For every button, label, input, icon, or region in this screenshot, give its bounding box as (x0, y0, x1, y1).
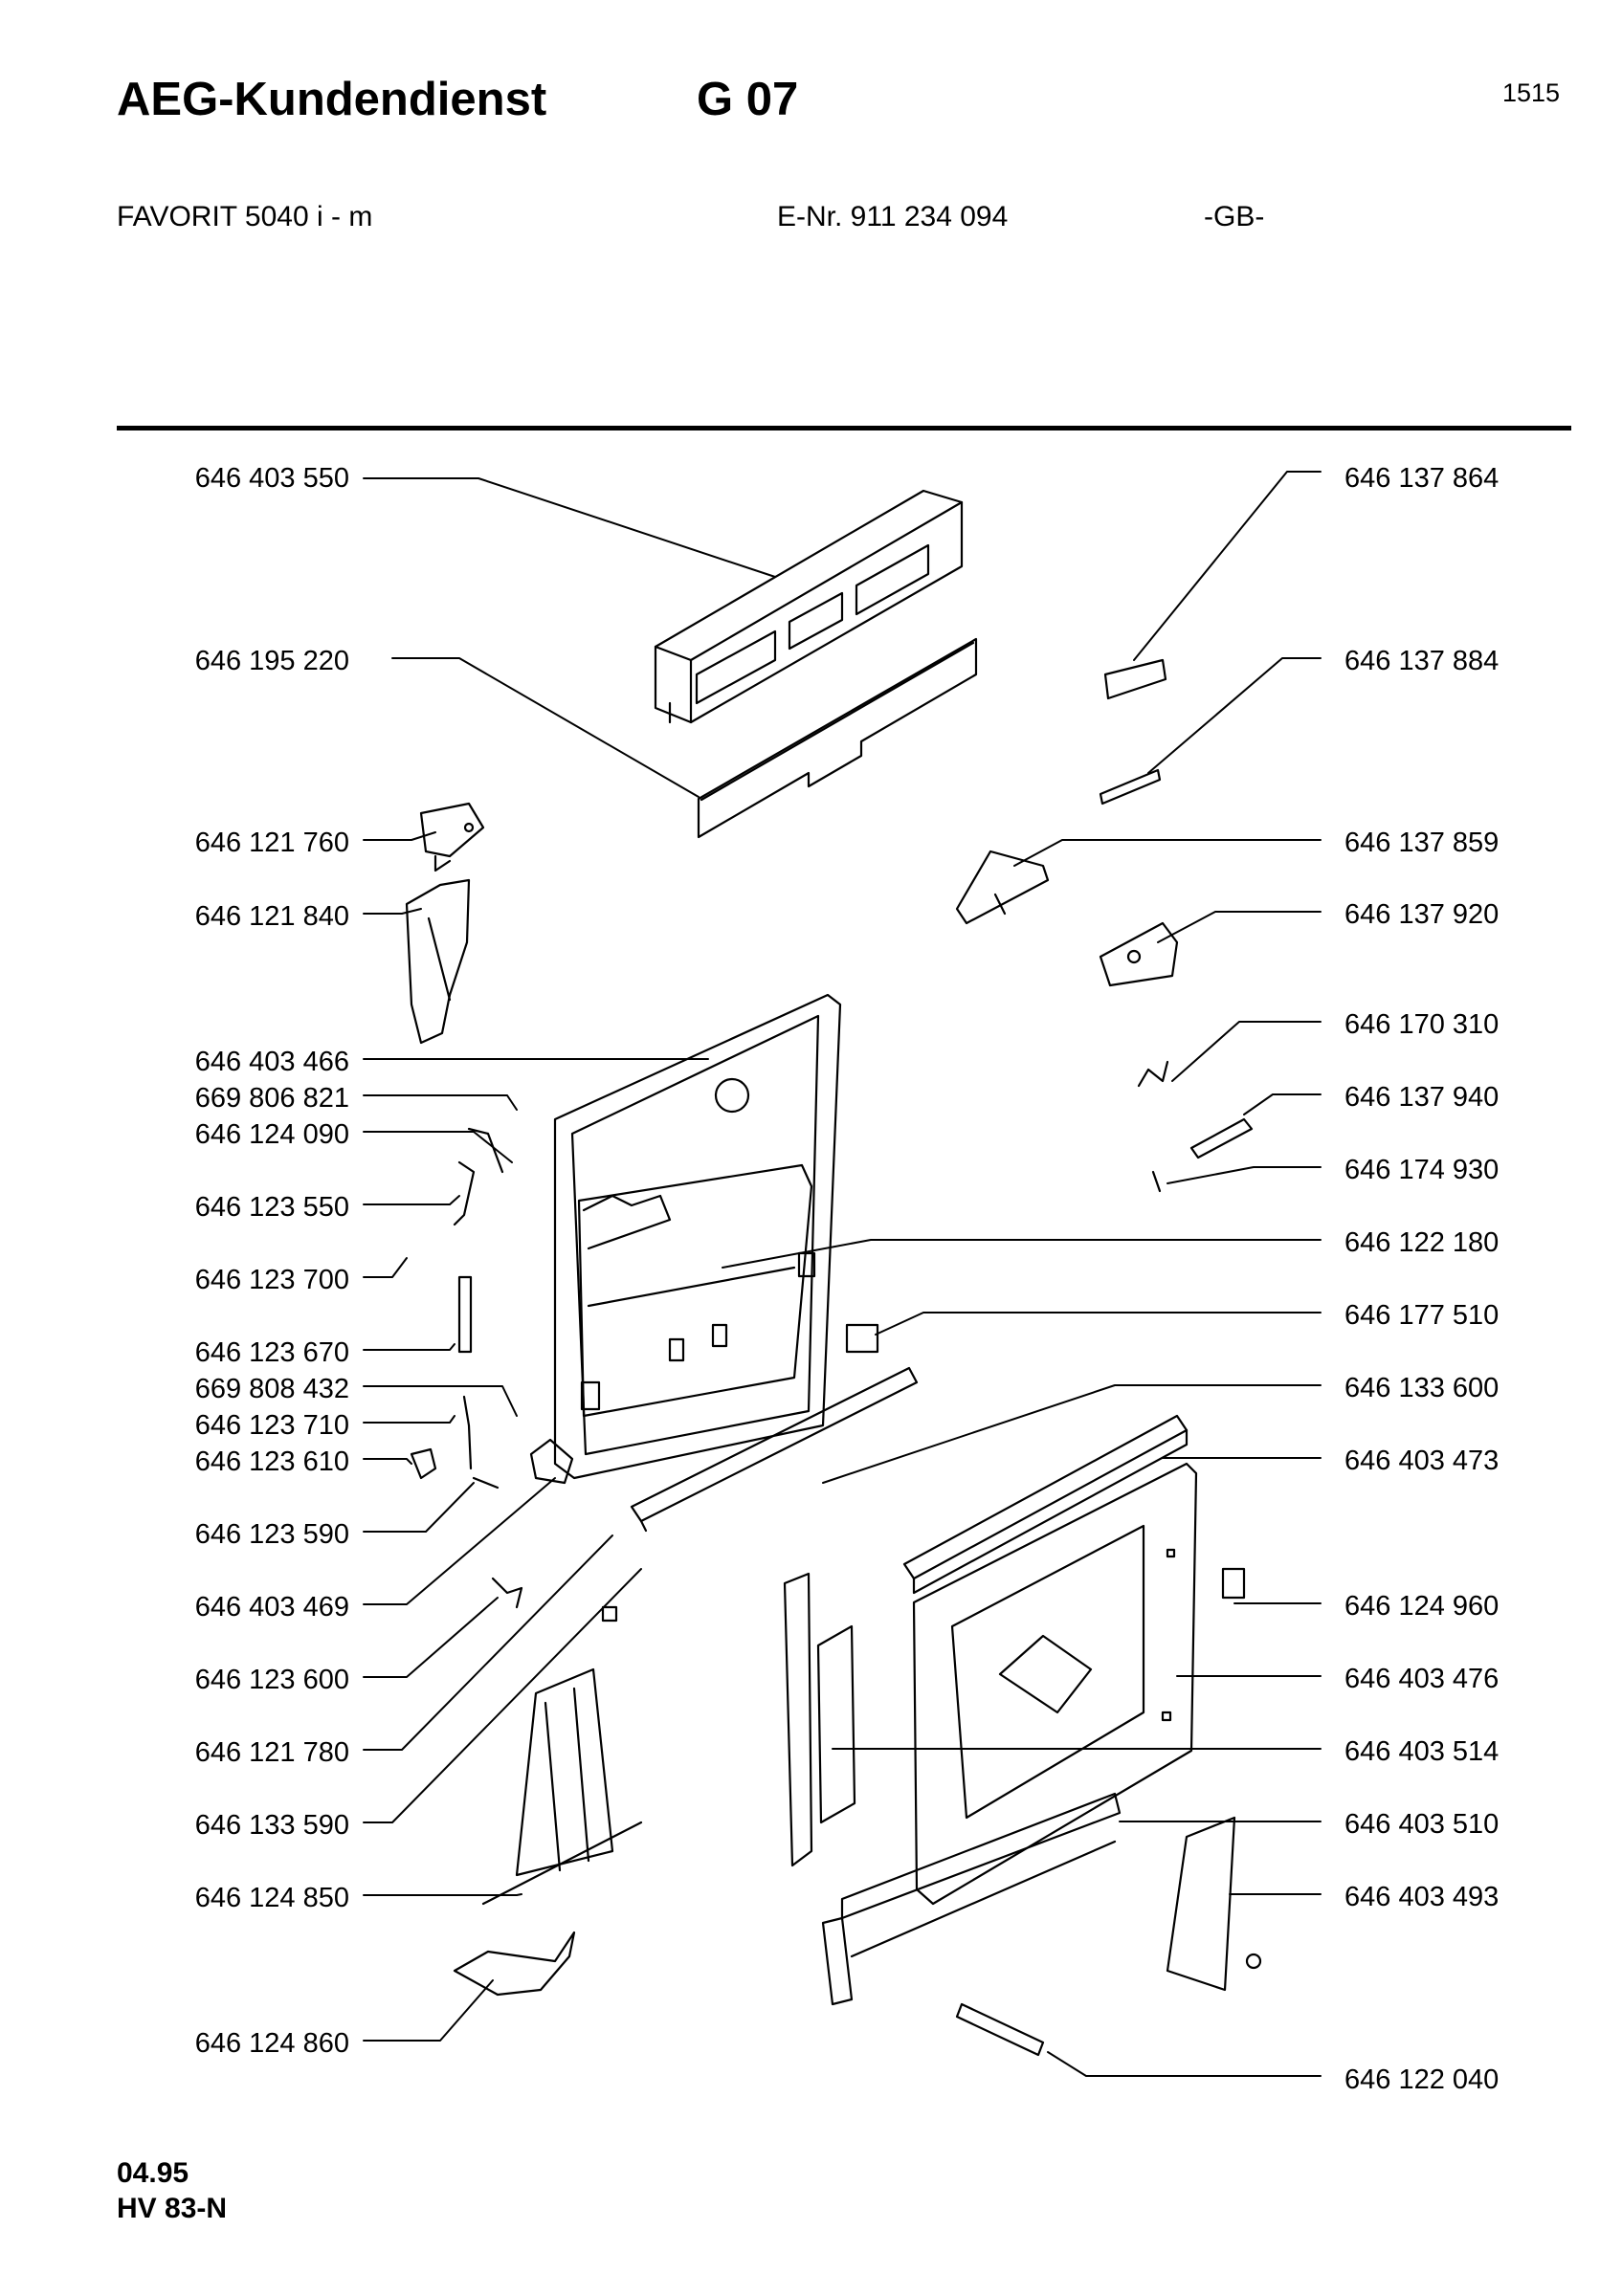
small-clip-780 (601, 1605, 618, 1623)
hinge-bracket-lower (405, 878, 471, 1045)
part-label-left: 646 123 590 (194, 1519, 349, 1550)
part-label-left: 646 124 850 (194, 1883, 349, 1913)
spring-assembly (410, 1127, 504, 1490)
latch-part-920 (1099, 921, 1179, 987)
e-number: E-Nr. 911 234 094 (777, 201, 1009, 232)
part-label-left: 646 403 469 (194, 1592, 349, 1623)
part-label-left: 646 123 700 (194, 1265, 349, 1295)
clip-part-940 (1189, 1117, 1254, 1159)
part-label-left: 646 124 860 (194, 2028, 349, 2059)
part-label-left: 646 195 220 (194, 646, 349, 676)
group-code: G 07 (697, 74, 799, 125)
part-label-left: 646 123 610 (194, 1446, 349, 1477)
screw-part (1245, 1953, 1262, 1970)
rail-646-133-600 (630, 1366, 919, 1533)
part-label-right: 646 174 930 (1344, 1155, 1500, 1185)
part-label-right: 646 133 600 (1344, 1373, 1500, 1403)
header-rule (117, 426, 1571, 430)
part-label-left: 646 123 670 (194, 1337, 349, 1368)
part-label-right: 646 403 493 (1344, 1882, 1500, 1912)
handle-part-859 (955, 850, 1050, 925)
bottom-rail (821, 1792, 1122, 2006)
base-bracket (481, 1667, 643, 1906)
part-label-right: 646 122 180 (1344, 1227, 1500, 1258)
footer-doc-code: HV 83-N (117, 2193, 228, 2224)
part-label-left: 646 121 780 (194, 1737, 349, 1768)
part-label-right: 646 403 510 (1344, 1809, 1500, 1840)
clip-part-310 (1137, 1060, 1169, 1088)
model-name: FAVORIT 5040 i - m (117, 201, 373, 232)
part-label-right: 646 177 510 (1344, 1300, 1500, 1331)
part-label-right: 646 403 514 (1344, 1736, 1500, 1767)
inner-door-frame (529, 993, 842, 1485)
part-label-right: 646 137 859 (1344, 828, 1500, 858)
part-label-right: 646 137 920 (1344, 899, 1500, 930)
part-label-left: 669 808 432 (194, 1374, 349, 1404)
brand-title: AEG-Kundendienst (117, 74, 547, 125)
part-label-right: 646 137 884 (1344, 646, 1500, 676)
part-label-right: 646 122 040 (1344, 2064, 1500, 2095)
handle-part-884 (1099, 768, 1162, 806)
hinge-piece (453, 1931, 576, 1997)
handle-part-864 (1103, 658, 1167, 700)
side-strip-646-403-514 (783, 1572, 856, 1867)
part-label-right: 646 170 310 (1344, 1009, 1500, 1040)
region-code: -GB- (1204, 201, 1265, 232)
part-label-left: 646 123 710 (194, 1410, 349, 1441)
part-label-left: 646 124 090 (194, 1119, 349, 1150)
part-label-right: 646 124 960 (1344, 1591, 1500, 1622)
control-panel (654, 489, 964, 724)
footer-date: 04.95 (117, 2157, 189, 2189)
rail-646-403-473 (902, 1414, 1189, 1595)
leader-lines (363, 471, 1322, 2077)
part-label-right: 646 137 864 (1344, 463, 1500, 494)
panel-cover-plate (697, 637, 978, 839)
part-label-right: 646 403 473 (1344, 1446, 1500, 1476)
page-number: 1515 (1502, 78, 1561, 107)
side-cover (1166, 1816, 1236, 1992)
block-part-960 (1221, 1567, 1246, 1600)
part-label-left: 646 403 466 (194, 1047, 349, 1077)
part-label-right: 646 403 476 (1344, 1664, 1500, 1694)
part-label-left: 646 121 840 (194, 901, 349, 932)
small-rail (955, 2002, 1045, 2057)
part-label-left: 646 123 600 (194, 1665, 349, 1695)
part-label-left: 646 123 550 (194, 1192, 349, 1223)
pin-part-930 (1151, 1170, 1162, 1193)
part-label-left: 646 403 550 (194, 463, 349, 494)
small-clip-600 (491, 1577, 523, 1609)
block-part-510 (845, 1323, 879, 1354)
part-label-left: 646 133 590 (194, 1810, 349, 1841)
part-label-left: 669 806 821 (194, 1083, 349, 1114)
hinge-bracket-upper (419, 802, 485, 872)
part-label-left: 646 121 760 (194, 828, 349, 858)
part-label-right: 646 137 940 (1344, 1082, 1500, 1113)
